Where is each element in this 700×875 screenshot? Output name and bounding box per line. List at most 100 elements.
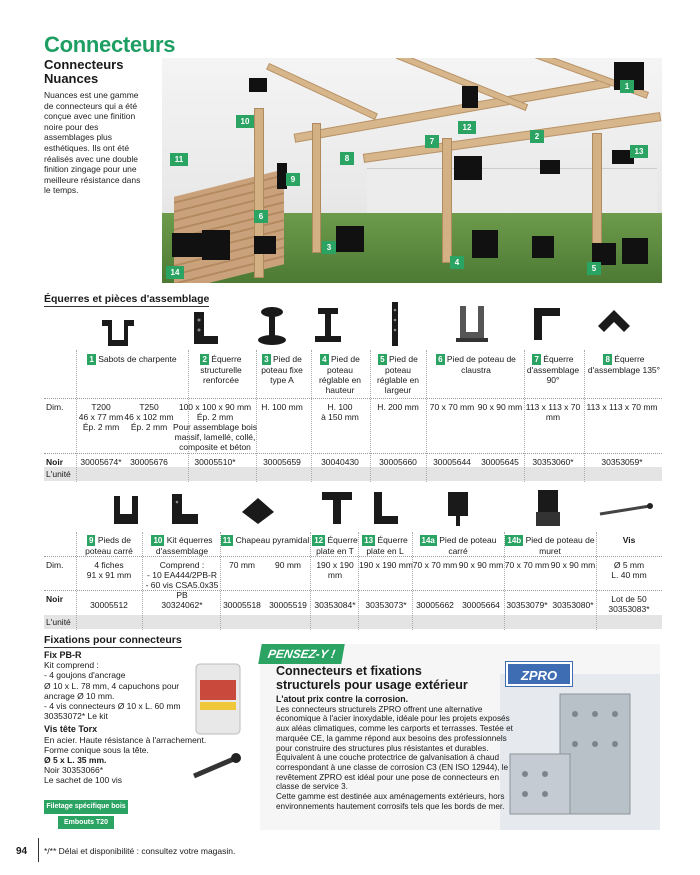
col-rule bbox=[76, 350, 77, 482]
dim-cell: 190 x 190 mm bbox=[359, 560, 413, 570]
vis-line: Ø 5 x L. 35 mm. bbox=[44, 755, 107, 766]
connector-piece bbox=[336, 226, 364, 252]
ref-cell: 30005660 bbox=[379, 457, 417, 467]
product-num-4: 4 bbox=[320, 354, 329, 365]
vis-line: Forme conique sous la tête. bbox=[44, 744, 149, 755]
footer-divider bbox=[38, 838, 39, 862]
row-label-unit: L'unité bbox=[46, 469, 71, 479]
divider bbox=[44, 398, 662, 399]
product-name-14a: Pied de poteau carré bbox=[439, 535, 497, 556]
product-num-14a: 14a bbox=[419, 535, 437, 546]
reinforced-bracket-icon bbox=[194, 312, 218, 344]
product-name-6: Pied de poteau de claustra bbox=[446, 354, 516, 375]
wall-post-base-icon bbox=[536, 490, 560, 526]
col-rule bbox=[256, 350, 257, 482]
dim-cell: H. 100 à 150 mm bbox=[321, 402, 359, 422]
product-num-6: 6 bbox=[436, 354, 445, 365]
ref-cell: 30005512 bbox=[90, 600, 128, 610]
intro-text: Nuances est une gamme de connecteurs qui… bbox=[44, 90, 141, 196]
hero-badge-12: 12 bbox=[458, 121, 476, 134]
dim-cell: 4 fiches 91 x 91 mm bbox=[86, 560, 132, 580]
dim-cell: 70 mm bbox=[229, 560, 255, 570]
product-header-1: 1 Sabots de charpente bbox=[76, 354, 188, 365]
col-rule bbox=[584, 350, 585, 482]
connector-piece bbox=[277, 163, 287, 189]
ref-cell: 30005644 bbox=[433, 457, 471, 467]
product-name-11: Chapeau pyramidal bbox=[235, 535, 310, 545]
product-header-3: 3 Pied de poteau fixe type A bbox=[256, 354, 308, 385]
col-rule bbox=[370, 350, 371, 482]
connector-piece bbox=[462, 86, 478, 108]
footer-note: */** Délai et disponibilité : consultez … bbox=[44, 846, 236, 856]
row-label-noir: Noir bbox=[46, 457, 63, 467]
post-base-adjustable-height-icon bbox=[315, 308, 341, 342]
dim-cell: 113 x 113 x 70 mm bbox=[525, 402, 581, 422]
l-plate-icon bbox=[374, 492, 398, 524]
ref-cell: 30005519 bbox=[269, 600, 307, 610]
dim-cell: Ø 5 mm L. 40 mm bbox=[611, 560, 647, 580]
vis-line: Le sachet de 100 vis bbox=[44, 775, 122, 786]
product-name-12: Équerre plate en T bbox=[316, 535, 358, 556]
fix-line: 30353072* Le kit bbox=[44, 711, 108, 722]
fix-line: - 4 goujons d'ancrage bbox=[44, 670, 126, 681]
product-header-14a: 14a Pied de poteau carré bbox=[412, 535, 504, 556]
ref-cell: 30005676 bbox=[130, 457, 168, 467]
vis-line: Noir 30353066* bbox=[44, 765, 104, 776]
section-heading-brackets: Équerres et pièces d'assemblage bbox=[44, 293, 210, 307]
divider bbox=[44, 556, 662, 557]
fixations-text: Fix PB-R Kit comprend : - 4 goujons d'an… bbox=[44, 650, 244, 786]
dim-cell: 90 x 90 mm bbox=[458, 560, 504, 570]
screen-post-base-icon bbox=[456, 306, 488, 342]
range-title: Connecteurs Nuances bbox=[44, 57, 124, 86]
col-rule bbox=[76, 532, 77, 630]
product-header-2: 2 Équerre structurelle renforcée bbox=[188, 354, 254, 385]
ref-cell: Lot de 50 30353083* bbox=[608, 594, 650, 614]
t-plate-icon bbox=[322, 492, 352, 524]
ref-cell: 30353073* bbox=[365, 600, 407, 610]
product-name-9: Pieds de poteau carré bbox=[85, 535, 133, 556]
dim-cell: 190 x 190 mm bbox=[316, 560, 354, 580]
hero-badge-6: 6 bbox=[254, 210, 268, 223]
product-header-13: 13 Équerre plate en L bbox=[360, 535, 410, 556]
wood-post bbox=[312, 123, 321, 253]
ref-cell: 30005664 bbox=[462, 600, 500, 610]
vis-line: En acier. Haute résistance à l'arracheme… bbox=[44, 734, 207, 745]
post-base-adjustable-width-icon bbox=[392, 302, 398, 346]
ref-cell: 30040430 bbox=[321, 457, 359, 467]
ref-cell: 30353059* bbox=[601, 457, 643, 467]
wood-fence bbox=[174, 169, 284, 283]
square-post-base-a-icon bbox=[448, 492, 468, 526]
ref-cell: 30005645 bbox=[481, 457, 519, 467]
bracket-kit-icon bbox=[172, 494, 198, 524]
connector-piece bbox=[454, 156, 482, 180]
product-header-10: 10 Kit équerres d'assemblage bbox=[142, 535, 222, 556]
product-name-10: Kit équerres d'assemblage bbox=[155, 535, 213, 556]
hero-badge-7: 7 bbox=[425, 135, 439, 148]
ref-cell: 30353079* bbox=[506, 600, 548, 610]
row-label-noir-2: Noir bbox=[46, 594, 63, 604]
connector-piece bbox=[622, 238, 648, 264]
dim-cell: 113 x 113 x 70 mm bbox=[586, 402, 658, 412]
dim-cell: 70 x 70 mm bbox=[412, 560, 458, 570]
ref-cell: 30324062* bbox=[161, 600, 203, 610]
hero-badge-8: 8 bbox=[340, 152, 354, 165]
col-rule bbox=[311, 350, 312, 482]
dim-cell: T200 46 x 77 mm Ép. 2 mm bbox=[78, 402, 124, 432]
product-num-11: 11 bbox=[220, 535, 234, 546]
row-label-dim-2: Dim. bbox=[46, 560, 64, 570]
ref-cell: 30005662 bbox=[416, 600, 454, 610]
dim-cell: 90 mm bbox=[275, 560, 301, 570]
product-num-2: 2 bbox=[200, 354, 209, 365]
fix-line: Ø 10 x L. 78 mm, 4 capuchons pour ancrag… bbox=[44, 680, 180, 701]
product-num-7: 7 bbox=[532, 354, 541, 365]
fix-kit-box-icon bbox=[195, 663, 241, 735]
ref-cell: 30353084* bbox=[314, 600, 356, 610]
product-header-4: 4 Pied de poteau réglable en hauteur bbox=[312, 354, 368, 395]
torx-screw-icon bbox=[193, 753, 241, 779]
tip-box bbox=[260, 644, 660, 830]
bracket-135-icon bbox=[598, 310, 630, 332]
ref-cell: 30353080* bbox=[552, 600, 594, 610]
wood-post bbox=[442, 138, 452, 263]
roof-rafter bbox=[266, 62, 378, 121]
